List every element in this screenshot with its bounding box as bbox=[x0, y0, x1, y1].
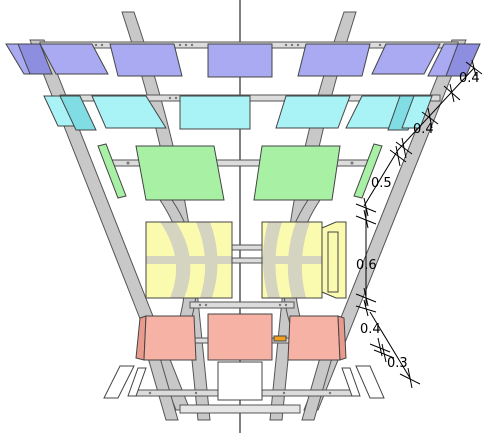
row2-panel bbox=[91, 95, 167, 129]
row4-panels bbox=[145, 221, 347, 299]
row1-panel bbox=[39, 43, 109, 75]
row2-panels bbox=[43, 95, 433, 131]
dimension-label: 0.4 bbox=[360, 322, 381, 337]
dimension-label: 0.5 bbox=[371, 176, 392, 191]
row2-panel bbox=[59, 95, 97, 131]
row5-panel bbox=[143, 315, 197, 361]
dimension-label: 0.3 bbox=[387, 356, 408, 371]
dimension-label: 0.4 bbox=[459, 71, 480, 86]
row1-panel bbox=[371, 43, 441, 75]
row2-panel bbox=[275, 95, 351, 129]
row6-panel bbox=[341, 367, 361, 397]
dimension-label: 0.6 bbox=[356, 258, 377, 273]
row1-panel bbox=[297, 43, 371, 77]
row5-panel bbox=[337, 315, 347, 361]
connector bbox=[273, 335, 287, 342]
row1-panels bbox=[5, 43, 481, 78]
row6-panel bbox=[355, 365, 385, 399]
row2-panel bbox=[179, 95, 251, 130]
row3-panel bbox=[97, 143, 127, 199]
dimension-label: 0.4 bbox=[413, 122, 434, 137]
row2-panel bbox=[401, 95, 433, 129]
row1-panel bbox=[17, 43, 53, 75]
row1-panel bbox=[109, 43, 183, 77]
row6-panel bbox=[217, 361, 263, 401]
row5-panels bbox=[135, 313, 347, 361]
row3-panel bbox=[353, 143, 383, 199]
row3-panel bbox=[253, 145, 341, 201]
base-plate bbox=[179, 404, 301, 414]
row6-panel bbox=[127, 367, 147, 397]
row3-panels bbox=[97, 143, 383, 201]
row6-panels bbox=[103, 361, 385, 401]
dimension-lines bbox=[355, 59, 483, 389]
row5-panel bbox=[207, 313, 273, 361]
row6-panel bbox=[103, 365, 135, 399]
row1-panel bbox=[207, 43, 273, 78]
row5-panel bbox=[287, 315, 341, 361]
row3-panel bbox=[135, 145, 225, 201]
